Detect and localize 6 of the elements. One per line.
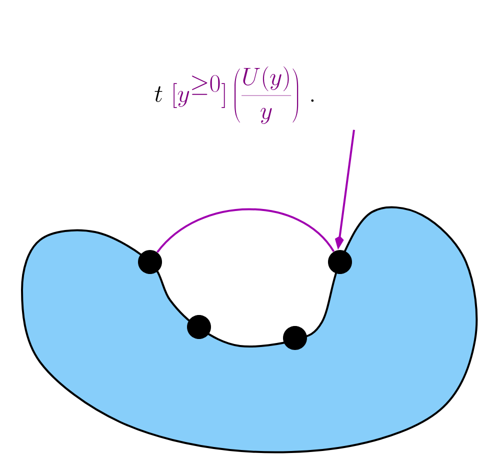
dot	[138, 250, 162, 274]
dot	[187, 315, 211, 339]
arc-line	[156, 208, 335, 253]
dot	[328, 250, 352, 274]
formula: $t$ $[y^{\geq 0}]\left(\frac{U(y)}{y}\right)$ $.$	[154, 66, 314, 124]
dot	[283, 326, 307, 350]
